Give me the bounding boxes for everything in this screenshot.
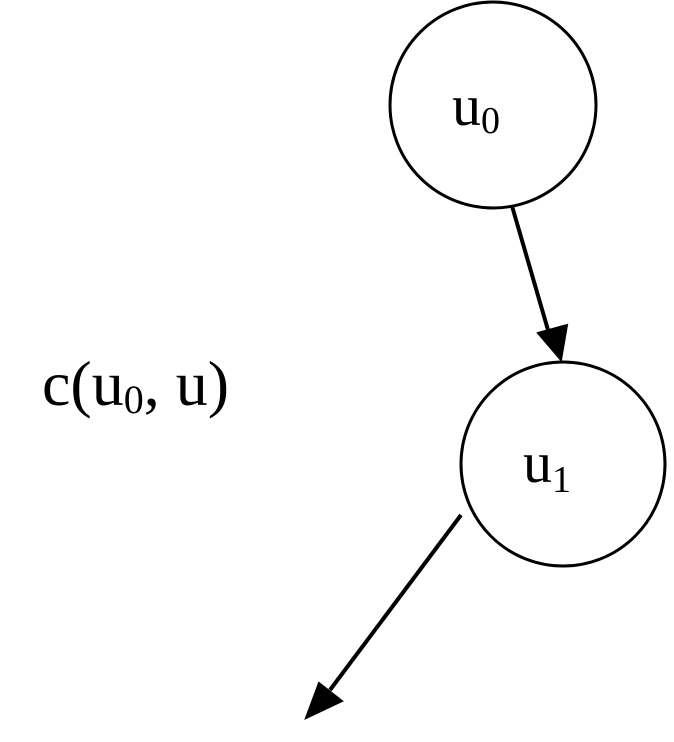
edge-u0-to-u1-arrowhead <box>536 323 569 363</box>
node-u1-label-base: u <box>523 430 552 495</box>
cost-label: c(u0, u) <box>42 348 229 422</box>
edge-u1-outgoing-line <box>328 513 463 692</box>
node-u0-label: u0 <box>452 73 500 142</box>
node-u0: u0 <box>388 0 598 210</box>
node-u0-label-subscript: 0 <box>481 100 500 142</box>
node-u1-label-subscript: 1 <box>552 459 571 501</box>
edge-u0-to-u1 <box>510 205 569 363</box>
edge-u1-outgoing <box>304 513 463 720</box>
cost-label-post: , u) <box>144 348 229 419</box>
node-u0-label-base: u <box>452 73 481 138</box>
cost-label-subscript: 0 <box>124 377 144 422</box>
edge-u0-to-u1-line <box>510 205 550 331</box>
cost-label-pre: c(u <box>42 348 124 419</box>
edge-u1-outgoing-arrowhead <box>304 681 344 720</box>
node-u1-circle <box>459 360 667 568</box>
node-u1: u1 <box>459 360 667 568</box>
node-u1-label: u1 <box>523 430 571 501</box>
node-u0-circle <box>388 0 598 210</box>
